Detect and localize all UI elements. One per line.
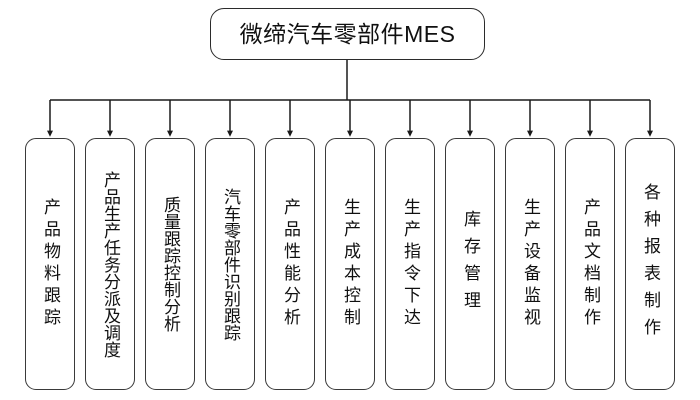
- node-various-report-creation[interactable]: 各种报表制作: [625, 138, 675, 390]
- node-label: 汽车零部件识别跟踪: [221, 187, 240, 341]
- node-label: 各种报表制作: [641, 183, 660, 345]
- node-label: 生产设备监视: [521, 198, 540, 330]
- node-label: 产品文档制作: [581, 198, 600, 330]
- node-label: 产品性能分析: [281, 198, 300, 330]
- node-quality-tracking-control-analysis[interactable]: 质量跟踪控制分析: [145, 138, 195, 390]
- node-label: 生产指令下达: [401, 198, 420, 330]
- root-node-label: 微缔汽车零部件MES: [239, 20, 456, 47]
- node-product-document-creation[interactable]: 产品文档制作: [565, 138, 615, 390]
- node-label: 产品生产任务分派及调度: [101, 170, 120, 358]
- node-label: 生产成本控制: [341, 198, 360, 330]
- node-product-performance-analysis[interactable]: 产品性能分析: [265, 138, 315, 390]
- root-node[interactable]: 微缔汽车零部件MES: [210, 8, 485, 60]
- node-production-cost-control[interactable]: 生产成本控制: [325, 138, 375, 390]
- node-product-material-tracking[interactable]: 产品物料跟踪: [25, 138, 75, 390]
- node-auto-parts-identification-tracking[interactable]: 汽车零部件识别跟踪: [205, 138, 255, 390]
- node-label: 产品物料跟踪: [41, 198, 60, 330]
- node-inventory-management[interactable]: 库存管理: [445, 138, 495, 390]
- node-production-order-release[interactable]: 生产指令下达: [385, 138, 435, 390]
- node-label: 质量跟踪控制分析: [161, 196, 180, 332]
- node-production-equipment-monitoring[interactable]: 生产设备监视: [505, 138, 555, 390]
- node-label: 库存管理: [461, 210, 480, 318]
- node-production-task-dispatch-scheduling[interactable]: 产品生产任务分派及调度: [85, 138, 135, 390]
